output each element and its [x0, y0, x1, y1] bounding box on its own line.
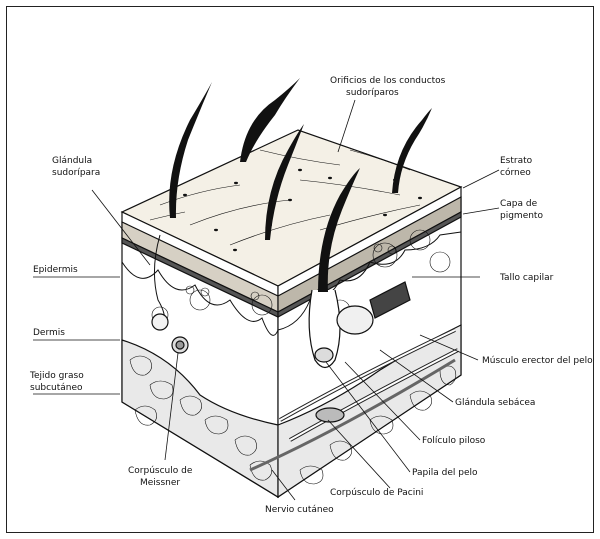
- label-corpusculo-meissner-2: Meissner: [140, 478, 180, 488]
- labels: Orificios de los conductos sudoríparos G…: [29, 76, 593, 515]
- hair-papilla: [314, 347, 334, 363]
- hair-4: [392, 108, 432, 193]
- vessel-1-inner: [279, 329, 456, 421]
- dermal-papillae-front: [121, 261, 279, 336]
- label-estrato-corneo-2: córneo: [500, 167, 531, 178]
- label-glandula-sudoripara: Glándula: [52, 156, 92, 166]
- sweat-gland-coil: [151, 313, 169, 331]
- label-corpusculo-meissner: Corpúsculo de: [128, 466, 193, 476]
- label-epidermis: Epidermis: [33, 265, 78, 275]
- hair-2: [240, 78, 300, 162]
- fat-layer-front: [121, 339, 279, 499]
- label-glandula-sudoripara-2: sudorípara: [52, 168, 100, 178]
- label-tejido-graso: Tejido graso: [29, 371, 84, 381]
- label-estrato-corneo: Estrato: [500, 156, 533, 166]
- sebaceous-gland: [336, 305, 374, 335]
- label-tejido-graso-2: subcutáneo: [30, 383, 83, 393]
- hair-5-shaft: [318, 168, 360, 292]
- label-foliculo-piloso: Folículo piloso: [422, 436, 486, 446]
- label-papila-pelo: Papila del pelo: [412, 468, 478, 478]
- label-orificios-2: sudoríparos: [346, 88, 399, 98]
- arrector-muscle: [369, 281, 411, 319]
- hairs: [169, 78, 432, 292]
- label-capa-pigmento-2: pigmento: [500, 211, 543, 221]
- label-dermis: Dermis: [33, 328, 65, 338]
- label-nervio-cutaneo: Nervio cutáneo: [265, 505, 334, 515]
- label-capa-pigmento: Capa de: [500, 199, 538, 209]
- label-orificios: Orificios de los conductos: [330, 76, 446, 86]
- vessel-2-inner: [289, 349, 459, 441]
- hair-3: [265, 124, 304, 240]
- figure-frame: [6, 6, 594, 533]
- hair-1: [169, 82, 212, 218]
- nerve-fiber: [249, 358, 456, 472]
- label-corpusculo-pacini: Corpúsculo de Pacini: [330, 488, 423, 498]
- label-glandula-sebacea: Glándula sebácea: [455, 398, 535, 408]
- fat-cells: [129, 355, 457, 485]
- leader-lines: [33, 99, 500, 501]
- label-musculo-erector: Músculo erector del pelo: [482, 356, 593, 366]
- pacini-corpuscle: [315, 407, 345, 423]
- label-tallo-capilar: Tallo capilar: [499, 273, 554, 283]
- dermal-papillae-side: [277, 231, 462, 331]
